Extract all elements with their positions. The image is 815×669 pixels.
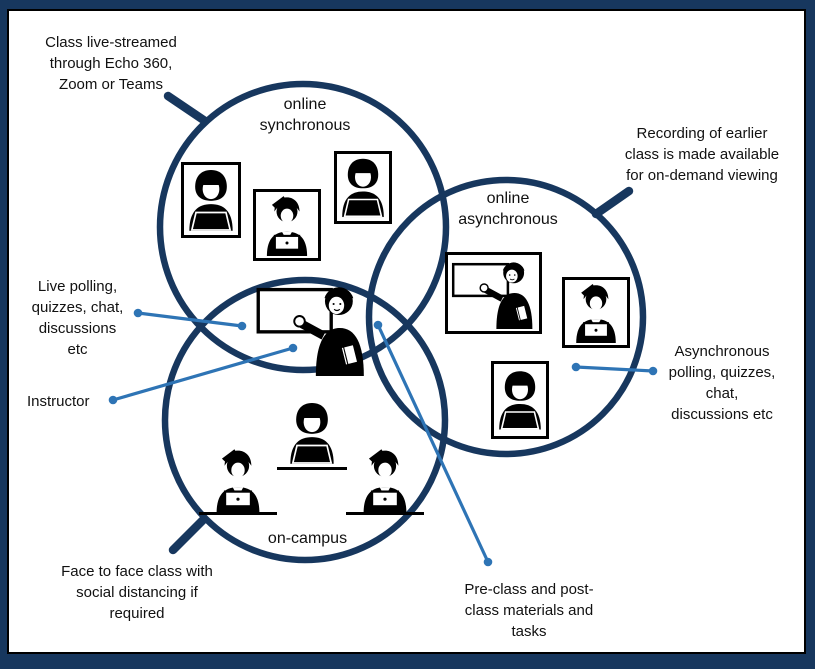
instructor-whiteboard-icon	[256, 280, 368, 376]
on-campus-student-cap-icon	[356, 447, 414, 513]
on-campus-student-icon	[287, 398, 337, 468]
callout-async-polling: Asynchronous polling, quizzes, chat, dis…	[668, 343, 776, 423]
instructor-recording-tile-icon	[445, 252, 542, 334]
label-online-asynchronous: online asynchronous	[458, 190, 558, 228]
label-on-campus: on-campus	[267, 530, 348, 547]
callout-recording: Recording of earlier class is made avail…	[624, 125, 780, 184]
desk-line	[277, 467, 347, 470]
callout-live-streamed: Class live-streamed through Echo 360, Zo…	[45, 34, 177, 93]
student-webcam-tile-icon	[334, 151, 392, 224]
callout-live-polling: Live polling, quizzes, chat, discussions…	[31, 278, 124, 358]
student-cap-webcam-tile-icon	[562, 277, 630, 348]
callout-instructor: Instructor	[27, 393, 90, 410]
callout-pre-class: Pre-class and post- class materials and …	[464, 581, 594, 640]
label-online-synchronous: online synchronous	[259, 96, 351, 134]
desk-line	[199, 512, 277, 515]
student-cap-webcam-tile-icon	[253, 189, 321, 261]
student-webcam-tile-icon	[491, 361, 549, 439]
on-campus-student-cap-icon	[209, 447, 267, 513]
student-webcam-tile-icon	[181, 162, 241, 238]
callout-face-to-face: Face to face class with social distancin…	[61, 563, 213, 622]
desk-line	[346, 512, 424, 515]
